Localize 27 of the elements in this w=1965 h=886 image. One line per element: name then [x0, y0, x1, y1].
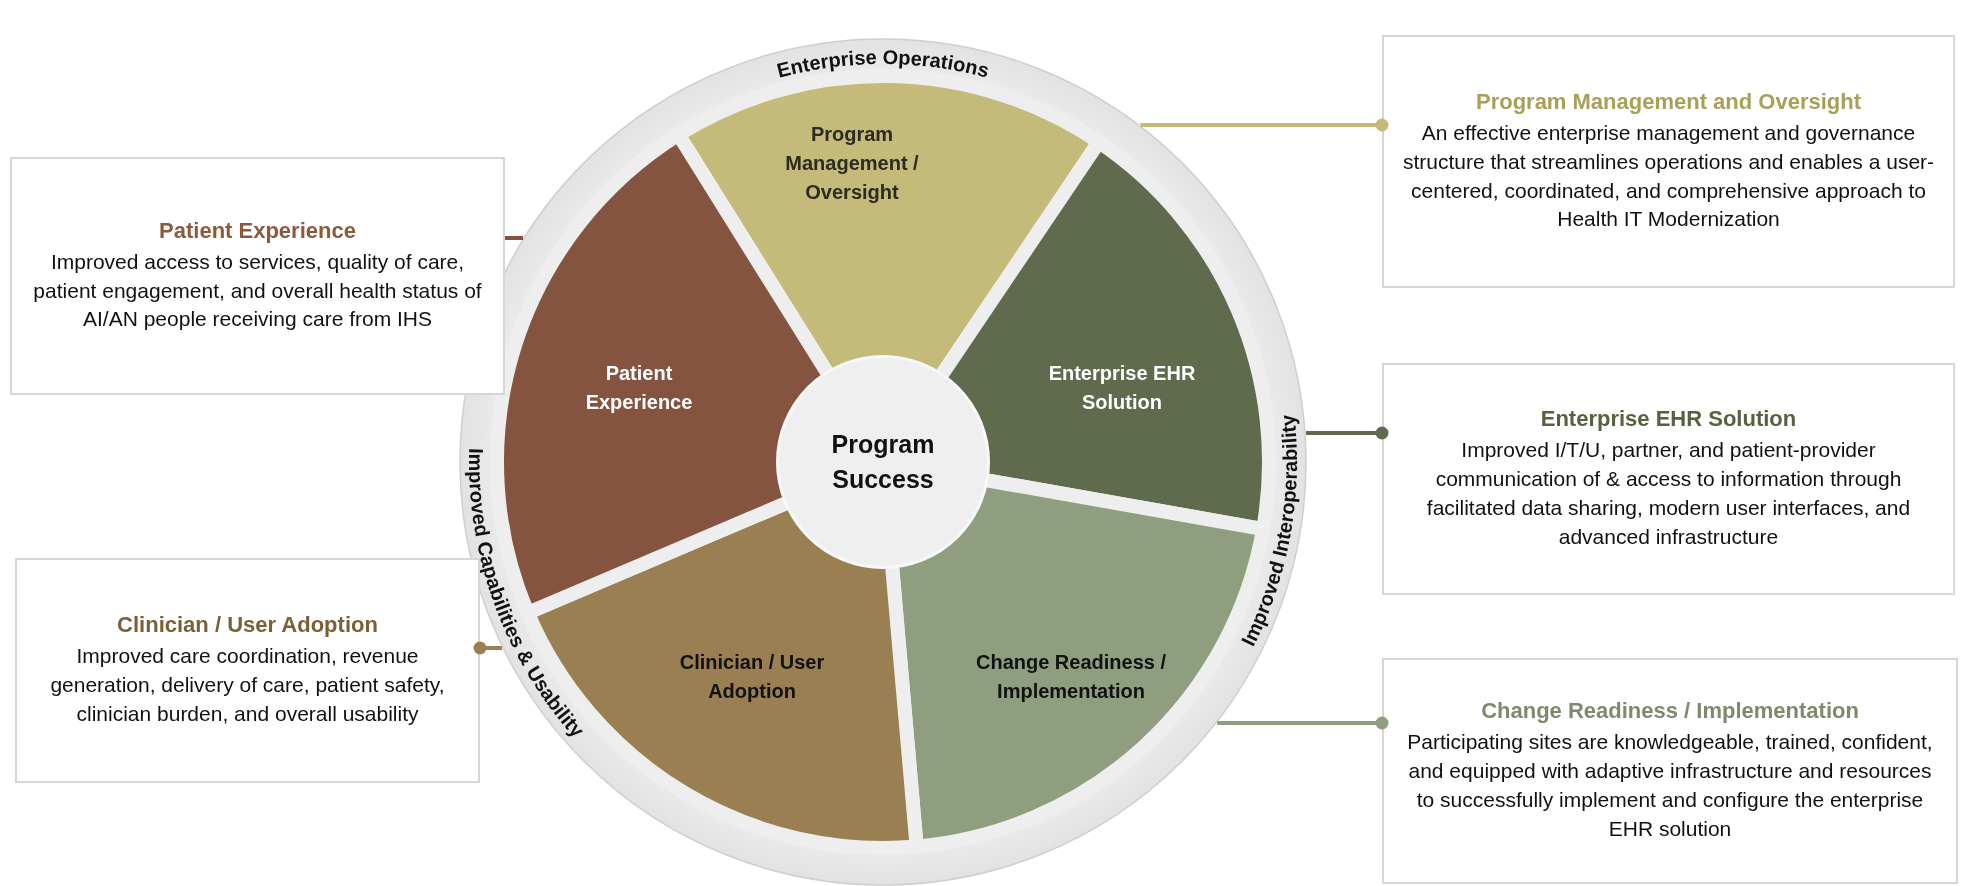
info-box [15, 558, 480, 783]
connector-line [473, 641, 502, 655]
segment-label: Program Management / Oversight [784, 121, 920, 205]
box-text: Improved care coordination, revenue generation, delivery of care, patient safety, clinician burden, and overall usability [49, 643, 446, 727]
ring-label: Enterprise Operations [774, 45, 992, 82]
box-text: Improved I/T/U, partner, and patient-provider communication of & access to information through facilitated data sharing, modern user interfaces, and advanced infrastructure [1425, 437, 1912, 550]
box-heading: Clinician / User Adoption [117, 612, 378, 639]
connector-line [505, 236, 523, 240]
connector-line [1306, 426, 1389, 440]
connector-line [1217, 716, 1389, 730]
segment-label: Change Readiness / Implementation [974, 650, 1168, 704]
box-text: An effective enterprise management and governance structure that streamlines operations and enables a user-centered, coordinated, and comprehensive approach to Health IT Modernization [1401, 119, 1936, 233]
segment-label: Patient Experience [584, 361, 694, 415]
box-text: Participating sites are knowledgeable, trained, confident, and equipped with adaptive infrastructure and resources to successfully implement and configure the enterprise EHR solution [1406, 729, 1934, 842]
info-box [1382, 658, 1958, 884]
box-heading: Change Readiness / Implementation [1481, 698, 1859, 725]
info-box [1382, 35, 1955, 288]
connector-line [1140, 118, 1389, 132]
box-heading: Enterprise EHR Solution [1540, 406, 1797, 433]
segment-label: Clinician / User Adoption [678, 650, 826, 704]
box-heading: Program Management and Oversight [1475, 88, 1862, 115]
box-heading: Patient Experience [159, 217, 356, 244]
box-text: Improved access to services, quality of care, patient engagement, and overall health status of AI/AN people receiving care from IHS [32, 248, 483, 333]
info-box [10, 157, 505, 395]
info-box [1382, 363, 1955, 595]
center-label: Program Success [830, 429, 936, 495]
segment-label: Enterprise EHR Solution [1047, 361, 1197, 415]
